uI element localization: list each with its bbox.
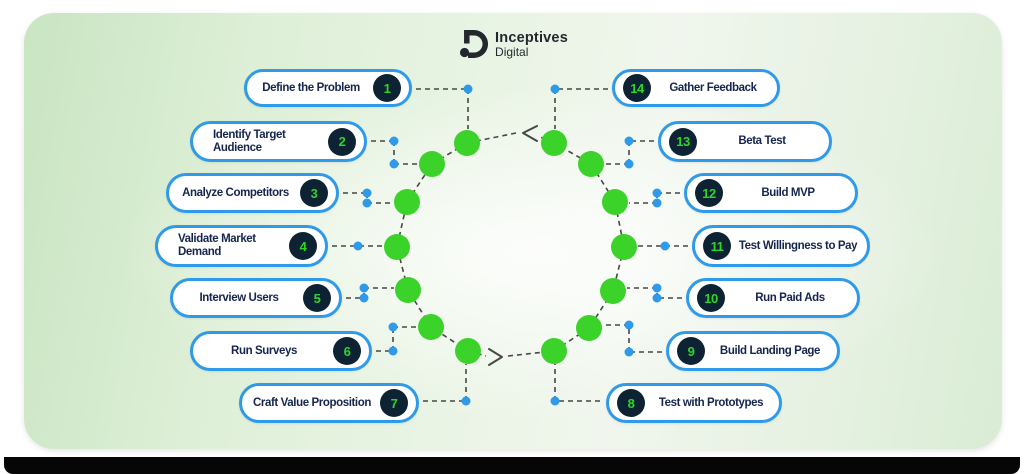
step-pill-6: Run Surveys 6	[190, 331, 372, 371]
step-number-badge: 12	[695, 179, 723, 207]
step-pill-4: Validate Market Demand 4	[155, 225, 328, 267]
step-number-badge: 4	[289, 232, 317, 260]
step-label: Build MVP	[761, 186, 815, 199]
step-label: Beta Test	[738, 135, 786, 148]
step-label: Craft Value Proposition	[253, 396, 371, 409]
step-pill-14: 14 Gather Feedback	[612, 69, 780, 107]
step-label: Test Willingness to Pay	[738, 239, 858, 252]
step-pill-11: 11 Test Willingness to Pay	[692, 225, 870, 267]
ring-nodes	[384, 130, 637, 364]
step-label: Run Paid Ads	[755, 291, 825, 304]
step-pill-1: Define the Problem 1	[244, 69, 412, 107]
step-number-badge: 2	[328, 127, 356, 156]
step-pill-10: 10 Run Paid Ads	[686, 278, 860, 318]
step-label: Test with Prototypes	[658, 396, 764, 409]
arrow-right-icon	[488, 348, 503, 366]
brand-logo-icon	[456, 28, 489, 62]
step-label: Gather Feedback	[669, 81, 757, 94]
step-label: Validate Market Demand	[178, 233, 256, 258]
step-number-badge: 6	[333, 337, 361, 365]
step-number-badge: 10	[697, 284, 725, 312]
step-number-badge: 13	[669, 127, 697, 156]
step-number-badge: 11	[703, 232, 731, 260]
step-number-badge: 3	[300, 179, 328, 207]
arrow-left-icon	[522, 125, 538, 142]
step-pill-7: Craft Value Proposition 7	[239, 383, 419, 423]
step-number-badge: 5	[303, 284, 331, 312]
brand-logo: Inceptives Digital	[456, 28, 568, 62]
step-label: Run Surveys	[231, 344, 297, 357]
step-number-badge: 1	[373, 74, 401, 102]
brand-name: Inceptives	[495, 30, 568, 47]
step-label: Define the Problem	[262, 81, 360, 94]
step-pill-5: Interview Users 5	[170, 278, 342, 318]
step-number-badge: 8	[617, 389, 645, 417]
step-label: Identify Target Audience	[213, 128, 286, 154]
step-number-badge: 9	[677, 337, 705, 365]
step-pill-9: 9 Build Landing Page	[666, 331, 840, 371]
step-pill-8: 8 Test with Prototypes	[606, 383, 782, 423]
step-number-badge: 7	[380, 389, 408, 417]
step-label: Interview Users	[199, 291, 279, 304]
brand-subname: Digital	[495, 45, 529, 60]
step-pill-3: Analyze Competitors 3	[166, 173, 339, 213]
step-label: Build Landing Page	[719, 344, 821, 357]
step-pill-12: 12 Build MVP	[684, 173, 858, 213]
step-pill-13: 13 Beta Test	[658, 121, 832, 162]
connector-dots	[353, 84, 670, 406]
step-label: Analyze Competitors	[182, 186, 289, 199]
step-pill-2: Identify Target Audience 2	[190, 121, 367, 162]
step-number-badge: 14	[623, 74, 651, 102]
bottom-black-bar	[4, 457, 1020, 474]
